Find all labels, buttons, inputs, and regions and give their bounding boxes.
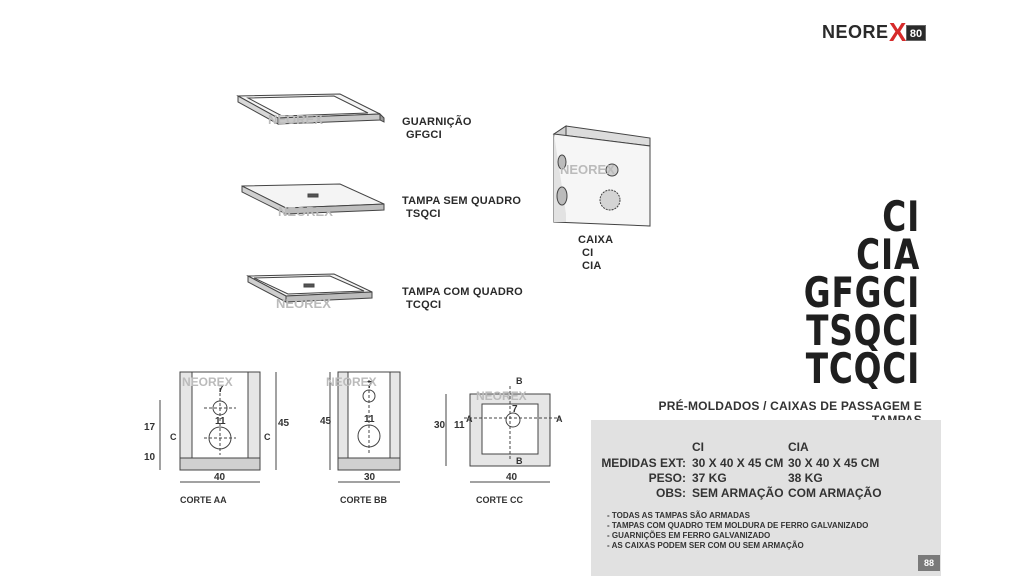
section-marker: B xyxy=(516,376,523,386)
dim-width: 40 xyxy=(506,472,518,483)
note-item: - AS CAIXAS PODEM SER COM OU SEM ARMAÇÃO xyxy=(607,541,804,550)
watermark: NEOREX xyxy=(560,162,615,177)
brand-logo: NEORE X 80 xyxy=(822,17,926,47)
dim-width: 40 xyxy=(214,472,226,483)
section-aa: 7 11 17 10 C C 45 40 CORTE AA NEOREX xyxy=(144,371,290,505)
title-ci: CI xyxy=(882,192,920,241)
dim-hole-top: 7 xyxy=(367,380,373,391)
dim-height: 45 xyxy=(278,418,290,429)
spec-col-ci: CI xyxy=(692,440,704,454)
notes-list: - TODAS AS TAMPAS SÃO ARMADAS - TAMPAS C… xyxy=(607,511,868,551)
spec-value: 37 KG xyxy=(692,471,727,485)
spec-panel xyxy=(591,420,941,576)
section-marker: C xyxy=(264,432,271,442)
parts-illustrations: NEOREX NEOREX NEOREX NEOREX xyxy=(236,93,651,311)
title-tcqci: TCQCI xyxy=(805,344,920,393)
dim-hole-bottom: 11 xyxy=(364,414,375,425)
spec-value: 30 X 40 X 45 CM xyxy=(788,456,880,470)
dim-width: 30 xyxy=(364,472,376,483)
product-codes-heading: CI CIA GFGCI TSQCI TCQCI xyxy=(771,192,920,393)
title-cia: CIA xyxy=(856,230,920,279)
note-item: - TODAS AS TAMPAS SÃO ARMADAS xyxy=(607,511,750,520)
spec-label: MEDIDAS EXT: xyxy=(601,456,686,470)
section-caption: CORTE AA xyxy=(180,495,227,505)
watermark: NEOREX xyxy=(182,375,233,389)
tampa-sem-quadro-illustration xyxy=(241,183,385,215)
dim-lower: 10 xyxy=(144,452,156,463)
dim-upper: 17 xyxy=(144,422,156,433)
logo-badge: 80 xyxy=(906,25,926,41)
watermark: NEOREX xyxy=(326,375,377,389)
watermark: NEOREX xyxy=(276,296,331,311)
section-caption: CORTE BB xyxy=(340,495,388,505)
spec-label: OBS: xyxy=(656,486,686,500)
spec-value: 30 X 40 X 45 CM xyxy=(692,456,784,470)
dim-height: 30 xyxy=(434,420,446,431)
section-bb: 7 11 45 30 CORTE BB NEOREX xyxy=(320,371,401,505)
section-drawings: 7 11 17 10 C C 45 40 CORTE AA NEOREX 7 1… xyxy=(144,371,563,505)
dim-hole-top: 7 xyxy=(218,384,224,395)
spec-value: COM ARMAÇÃO xyxy=(788,486,882,500)
watermark: NEOREX xyxy=(476,389,527,403)
spec-value: 38 KG xyxy=(788,471,823,485)
spec-label: PESO: xyxy=(648,471,686,485)
dim-hole-bottom: 11 xyxy=(215,416,226,427)
watermark: NEOREX xyxy=(268,112,323,127)
note-item: - GUARNIÇÕES EM FERRO GALVANIZADO xyxy=(607,531,771,540)
section-cc: 7 11 30 A A B B 40 CORTE CC NEOREX xyxy=(434,376,563,505)
title-tsqci: TSQCI xyxy=(806,306,920,355)
guarnicao-illustration xyxy=(236,93,385,125)
part-label-tampa-sem-quadro: TAMPA SEM QUADRO TSQCI xyxy=(402,195,522,220)
section-marker: C xyxy=(170,432,177,442)
part-label-guarnicao: GUARNIÇÃO GFGCI xyxy=(402,116,472,141)
spec-col-cia: CIA xyxy=(788,440,809,454)
section-marker: A xyxy=(466,414,473,424)
watermark: NEOREX xyxy=(278,204,333,219)
title-gfgci: GFGCI xyxy=(803,268,920,317)
dim-hole-side: 11 xyxy=(454,420,465,431)
dim-height: 45 xyxy=(320,416,332,427)
tampa-com-quadro-illustration xyxy=(246,273,373,303)
note-item: - TAMPAS COM QUADRO TEM MOLDURA DE FERRO… xyxy=(607,521,869,530)
logo-text: NEORE xyxy=(822,22,889,42)
spec-value: SEM ARMAÇÃO xyxy=(692,486,784,500)
section-marker: A xyxy=(556,414,563,424)
section-caption: CORTE CC xyxy=(476,495,524,505)
section-marker: B xyxy=(516,456,523,466)
page-number: 88 xyxy=(918,555,940,571)
dim-hole-top: 7 xyxy=(512,404,518,415)
caixa-illustration xyxy=(552,125,651,227)
logo-x-mark: X xyxy=(889,17,907,47)
part-label-caixa: CAIXA CI CIA xyxy=(578,234,614,272)
part-label-tampa-com-quadro: TAMPA COM QUADRO TCQCI xyxy=(402,286,523,311)
